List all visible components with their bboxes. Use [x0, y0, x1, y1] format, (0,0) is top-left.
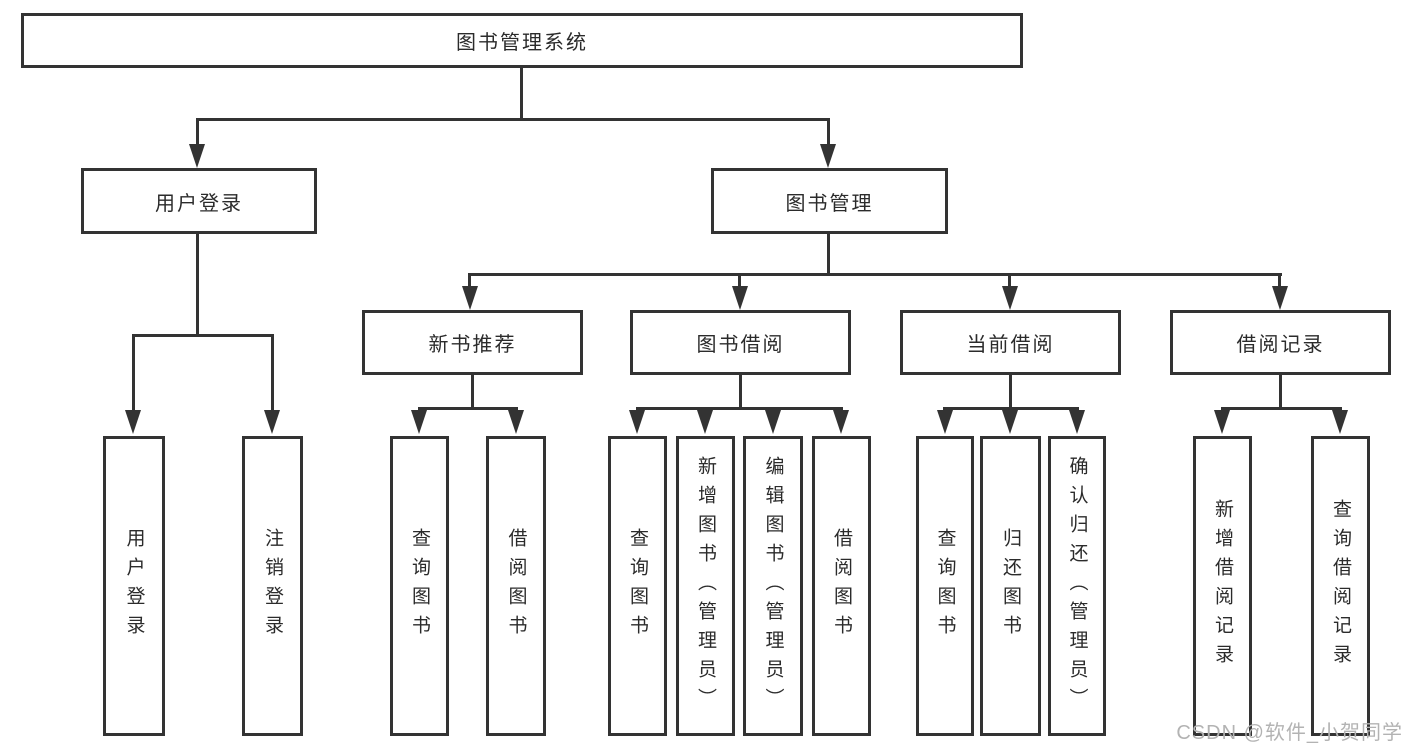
connector-line — [943, 407, 1079, 410]
node-root-label: 图书管理系统 — [456, 32, 588, 54]
connector-line — [827, 118, 830, 146]
arrow-down — [189, 144, 205, 168]
leaf-label: 查询图书 — [627, 528, 648, 644]
node-book-management-label: 图书管理 — [785, 192, 874, 215]
leaf-label: 注销登录 — [262, 528, 283, 644]
arrow-down — [1272, 286, 1288, 310]
node-book-borrow: 图书借阅 — [630, 310, 851, 375]
node-user-login-label: 用户登录 — [155, 192, 243, 215]
connector-line — [271, 334, 274, 412]
connector-line — [1279, 375, 1282, 407]
arrow-down — [833, 410, 849, 434]
csdn-watermark: CSDN @软件_小贺同学 — [1176, 722, 1403, 744]
leaf-edit-books-admin: 编辑图书（管理员） — [743, 436, 803, 736]
arrow-down — [732, 286, 748, 310]
leaf-label: 查询图书 — [934, 528, 956, 644]
connector-line — [468, 273, 1282, 276]
arrow-down — [820, 144, 836, 168]
leaf-query-books-current: 查询图书 — [916, 436, 974, 736]
connector-line — [636, 407, 843, 410]
leaf-query-books-recommend: 查询图书 — [390, 436, 449, 736]
node-user-login: 用户登录 — [81, 168, 317, 234]
leaf-confirm-return-admin: 确认归还（管理员） — [1048, 436, 1106, 736]
arrow-down — [697, 410, 713, 434]
arrow-down — [125, 410, 141, 434]
arrow-down — [1002, 410, 1018, 434]
connector-line — [471, 375, 474, 407]
connector-line — [132, 334, 135, 412]
leaf-user-login: 用户登录 — [103, 436, 165, 736]
leaf-query-borrow-record: 查询借阅记录 — [1311, 436, 1370, 736]
leaf-add-borrow-record: 新增借阅记录 — [1193, 436, 1252, 736]
connector-line — [132, 334, 274, 337]
leaf-borrow-books: 借阅图书 — [812, 436, 871, 736]
arrow-down — [508, 410, 524, 434]
arrow-down — [629, 410, 645, 434]
node-new-book-recommend-label: 新书推荐 — [428, 334, 517, 356]
leaf-label: 新增图书（管理员） — [695, 455, 716, 717]
node-book-management: 图书管理 — [711, 168, 948, 234]
leaf-label: 编辑图书（管理员） — [762, 455, 784, 717]
node-book-borrow-label: 图书借阅 — [696, 334, 785, 356]
node-current-borrow-label: 当前借阅 — [966, 334, 1055, 356]
node-new-book-recommend: 新书推荐 — [362, 310, 583, 375]
arrow-down — [1069, 410, 1085, 434]
arrow-down — [765, 410, 781, 434]
connector-line — [520, 68, 523, 118]
connector-line — [827, 234, 830, 273]
arrow-down — [1332, 410, 1348, 434]
connector-line — [739, 375, 742, 407]
leaf-logout: 注销登录 — [242, 436, 303, 736]
arrow-down — [937, 410, 953, 434]
arrow-down — [1214, 410, 1230, 434]
leaf-borrow-books-recommend: 借阅图书 — [486, 436, 546, 736]
leaf-label: 用户登录 — [123, 528, 145, 644]
arrow-down — [462, 286, 478, 310]
connector-line — [1278, 273, 1281, 288]
leaf-label: 新增借阅记录 — [1212, 499, 1233, 673]
node-root: 图书管理系统 — [21, 13, 1023, 68]
leaf-label: 借阅图书 — [505, 528, 527, 644]
node-borrow-records: 借阅记录 — [1170, 310, 1391, 375]
leaf-return-books: 归还图书 — [980, 436, 1041, 736]
node-current-borrow: 当前借阅 — [900, 310, 1121, 375]
arrow-down — [1002, 286, 1018, 310]
connector-line — [468, 273, 471, 288]
leaf-query-books-borrow: 查询图书 — [608, 436, 667, 736]
connector-line — [196, 234, 199, 334]
connector-line — [418, 407, 518, 410]
leaf-label: 查询借阅记录 — [1330, 499, 1351, 673]
leaf-label: 确认归还（管理员） — [1066, 455, 1088, 717]
leaf-label: 借阅图书 — [831, 528, 852, 644]
arrow-down — [411, 410, 427, 434]
arrow-down — [264, 410, 280, 434]
leaf-label: 查询图书 — [409, 528, 430, 644]
connector-line — [196, 118, 199, 146]
connector-line — [1009, 375, 1012, 407]
connector-line — [196, 118, 830, 121]
connector-line — [1221, 407, 1342, 410]
leaf-add-books-admin: 新增图书（管理员） — [676, 436, 735, 736]
connector-line — [738, 273, 741, 288]
node-borrow-records-label: 借阅记录 — [1236, 334, 1325, 356]
leaf-label: 归还图书 — [1000, 528, 1021, 644]
connector-line — [1008, 273, 1011, 288]
